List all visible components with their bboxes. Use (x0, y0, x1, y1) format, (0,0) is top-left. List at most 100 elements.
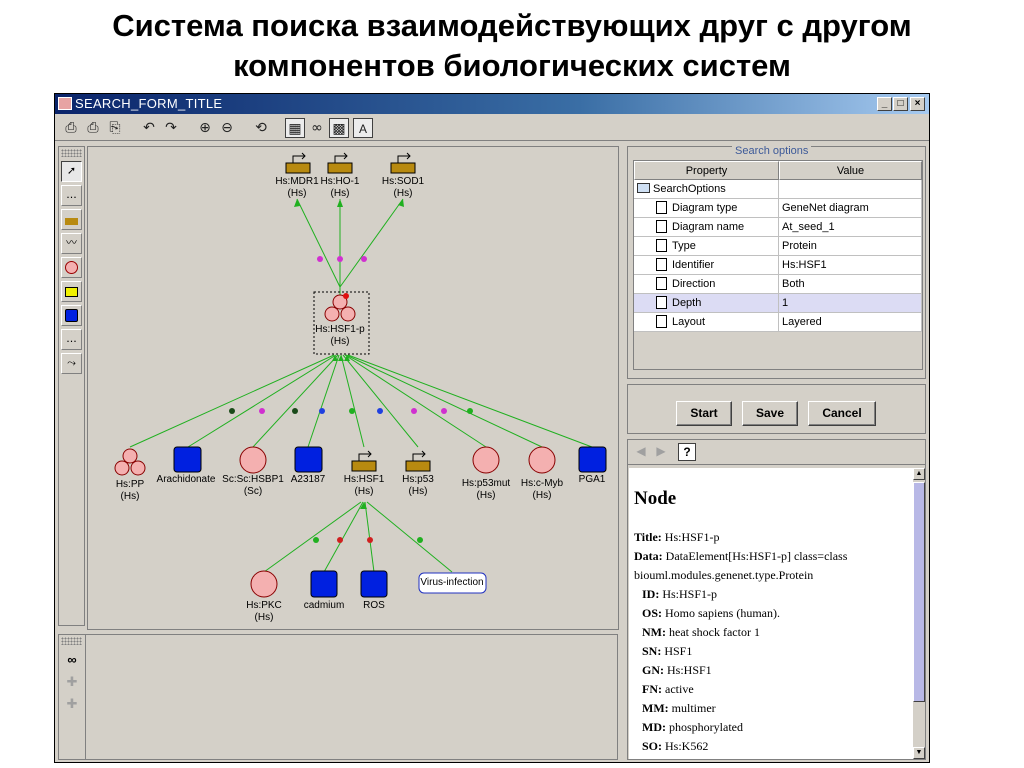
protein-circle-icon[interactable] (61, 257, 82, 278)
zoom-out-icon[interactable]: ⊖ (221, 120, 233, 136)
substance-node-cadmium[interactable] (310, 570, 338, 598)
plus-icon[interactable]: ✚ (66, 674, 78, 689)
main-toolbar: ⎙ ⎙ ⎘ ↶ ↷ ⊕ ⊖ ⟲ ▦ ∞ ▩ A (55, 115, 929, 141)
column-header-property[interactable]: Property (634, 161, 779, 180)
scroll-thumb[interactable] (913, 482, 925, 702)
substance-node-pga1[interactable] (578, 446, 607, 473)
window-titlebar[interactable]: SEARCH_FORM_TITLE _ □ × (55, 94, 929, 114)
select-arrow-icon[interactable]: ➚ (61, 161, 82, 182)
start-button[interactable]: Start (676, 401, 732, 426)
more-icon[interactable]: ... (61, 185, 82, 206)
table-row[interactable]: Identifier Hs:HSF1 (634, 256, 922, 275)
edge-icon[interactable]: ⤳ (61, 353, 82, 374)
save-button[interactable]: Save (742, 401, 798, 426)
document-icon (656, 315, 667, 328)
document-icon (656, 239, 667, 252)
binoculars-icon[interactable]: ∞ (311, 120, 323, 136)
node-label: Hs:SOD1(Hs) (381, 176, 425, 199)
protein-node-pp[interactable] (114, 448, 146, 476)
table-row[interactable]: Layout Layered (634, 313, 922, 332)
gene-node-mdr1[interactable] (285, 152, 311, 174)
gene-node-p53[interactable] (405, 450, 431, 472)
gene-node-ho1[interactable] (327, 152, 353, 174)
node-label: Virus-infection (420, 577, 484, 588)
cancel-button[interactable]: Cancel (808, 401, 876, 426)
info-title-line: Title: Hs:HSF1-p (634, 530, 720, 544)
puzzle-icon[interactable]: ✚ (66, 696, 78, 711)
value-cell[interactable]: Protein (779, 237, 922, 256)
substance-node-arachidonate[interactable] (173, 446, 202, 473)
layout-icon[interactable]: ▦ (285, 118, 305, 138)
info-field: ID: Hs:HSF1-p (642, 587, 718, 601)
value-cell[interactable]: Layered (779, 313, 922, 332)
print-preview-icon[interactable]: ⎙ (87, 120, 99, 136)
protein-node-pkc[interactable] (250, 570, 278, 598)
document-icon (656, 220, 667, 233)
table-row[interactable]: Diagram name At_seed_1 (634, 218, 922, 237)
value-cell[interactable]: 1 (779, 294, 922, 313)
table-row-selected[interactable]: Depth 1 (634, 294, 922, 313)
protein-node-hsbp1[interactable] (239, 446, 267, 474)
property-cell: Identifier (634, 256, 779, 275)
protein-node-cmyb[interactable] (528, 446, 556, 474)
value-cell[interactable]: Hs:HSF1 (779, 256, 922, 275)
maximize-button[interactable]: □ (893, 97, 908, 111)
scroll-down-icon[interactable]: ▼ (913, 747, 925, 759)
more-icon-2[interactable]: ... (61, 329, 82, 350)
table-row[interactable]: Type Protein (634, 237, 922, 256)
tool-palette: ➚ ... 〰 ... ⤳ (58, 146, 85, 626)
close-button[interactable]: × (910, 97, 925, 111)
gene-node-sod1[interactable] (390, 152, 416, 174)
app-icon (58, 97, 72, 110)
text-icon[interactable]: A (353, 118, 373, 138)
page-setup-icon[interactable]: ⎘ (109, 120, 121, 136)
print-icon[interactable]: ⎙ (65, 120, 77, 136)
table-row[interactable]: Direction Both (634, 275, 922, 294)
value-cell[interactable]: At_seed_1 (779, 218, 922, 237)
node-label: Hs:c-Myb(Hs) (520, 478, 564, 501)
reaction-icon[interactable]: 〰 (61, 233, 82, 254)
value-cell[interactable] (779, 180, 922, 199)
grid-icon[interactable]: ▩ (329, 118, 349, 138)
node-label: Hs:HO-1(Hs) (320, 176, 360, 199)
slide-title: Система поиска взаимодействующих друг с … (0, 6, 1024, 86)
folder-icon (637, 183, 650, 193)
back-icon[interactable]: ◀ (636, 444, 646, 458)
protein-node-p53mut[interactable] (472, 446, 500, 474)
node-label: Hs:MDR1(Hs) (275, 176, 319, 199)
gene-node-hsf1[interactable] (351, 450, 377, 472)
edge-arrowheads (294, 199, 404, 509)
binoculars-icon[interactable]: ∞ (67, 652, 77, 667)
scroll-up-icon[interactable]: ▲ (913, 468, 925, 480)
table-row[interactable]: Diagram type GeneNet diagram (634, 199, 922, 218)
cell-rect-icon[interactable] (61, 281, 82, 302)
document-icon (656, 277, 667, 290)
forward-icon[interactable]: ▶ (656, 444, 666, 458)
node-label: Sc:Sc:HSBP1(Sc) (222, 474, 284, 497)
table-row[interactable]: SearchOptions (634, 180, 922, 199)
event-node-virus[interactable] (418, 572, 487, 594)
diagram-canvas[interactable]: Hs:MDR1(Hs) Hs:HO-1(Hs) Hs:SOD1(Hs) Hs:H… (87, 146, 619, 630)
help-icon[interactable]: ? (678, 443, 696, 461)
node-label: Hs:PP(Hs) (115, 479, 145, 502)
info-fields: Title: Hs:HSF1-p Data: DataElement[Hs:HS… (634, 528, 912, 756)
column-header-value[interactable]: Value (779, 161, 922, 180)
substance-square-icon[interactable] (61, 305, 82, 326)
palette-grip[interactable] (61, 149, 82, 157)
info-field: MM: multimer (642, 701, 716, 715)
minimize-button[interactable]: _ (877, 97, 892, 111)
refresh-icon[interactable]: ⟲ (255, 120, 267, 136)
palette-grip[interactable] (61, 637, 82, 645)
property-cell: Diagram type (634, 199, 779, 218)
gene-icon[interactable] (61, 209, 82, 230)
value-cell[interactable]: Both (779, 275, 922, 294)
zoom-in-icon[interactable]: ⊕ (199, 120, 211, 136)
redo-icon[interactable]: ↷ (165, 120, 177, 136)
substance-node-ros[interactable] (360, 570, 388, 598)
undo-icon[interactable]: ↶ (143, 120, 155, 136)
value-cell[interactable]: GeneNet diagram (779, 199, 922, 218)
info-scrollbar[interactable]: ▲ ▼ (913, 468, 925, 759)
substance-node-a23187[interactable] (294, 446, 323, 473)
info-field: MD: phosphorylated (642, 720, 743, 734)
protein-node-hsf1p[interactable] (313, 291, 370, 355)
